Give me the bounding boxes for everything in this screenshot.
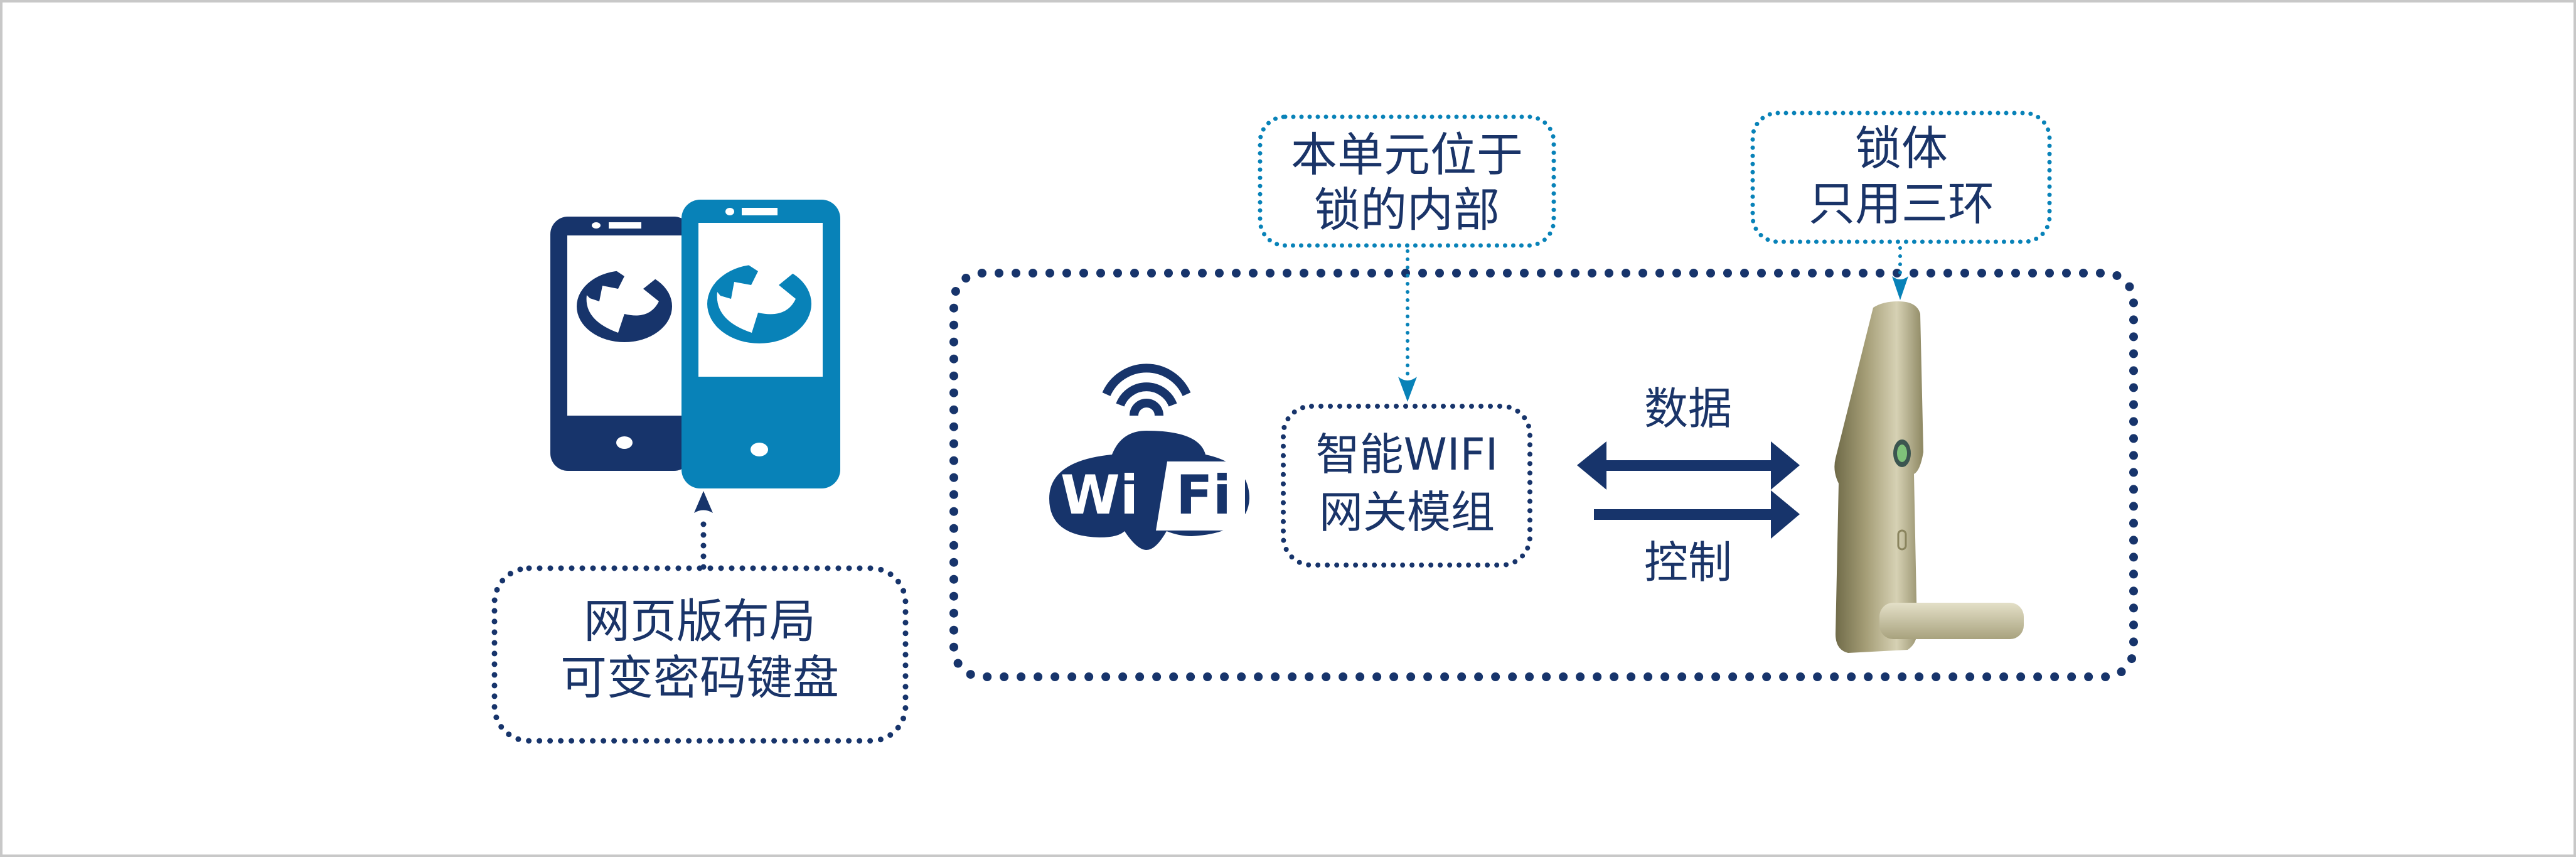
control-arrow: 控制 (1594, 490, 1800, 588)
phone-caption-line-1: 网页版布局 (584, 595, 816, 649)
callout-unit-location: 本单元位于 锁的内部 (1258, 114, 1556, 402)
callout-lock-line-2: 只用三环 (1809, 177, 1994, 231)
door-lock-image (1834, 301, 2024, 653)
wifi-logo-fi: Fi (1176, 464, 1231, 527)
control-label: 控制 (1644, 537, 1732, 588)
arrowhead-icon (1398, 377, 1417, 402)
callout-lock-line-1: 锁体 (1855, 122, 1948, 176)
system-boundary-box (949, 269, 2138, 681)
arrow-right-icon (1771, 490, 1800, 539)
data-label: 数据 (1644, 383, 1732, 434)
phone-caption-box: 网页版布局 可变密码键盘 (491, 491, 909, 744)
wifi-logo-wi: Wi (1061, 464, 1138, 527)
arrowhead-icon (694, 491, 713, 513)
gateway-module-box: 智能WIFI 网关模组 (1281, 404, 1532, 568)
wifi-logo-icon: Wi Fi (1049, 364, 1249, 550)
callout-unit-line-1: 本单元位于 (1291, 128, 1523, 182)
data-arrow: 数据 (1577, 383, 1800, 490)
callout-lock-body: 锁体 只用三环 (1750, 110, 2052, 300)
phone-globe-icon-blue (681, 200, 840, 488)
gateway-line-2: 网关模组 (1319, 487, 1495, 538)
arrow-right-icon (1771, 441, 1800, 490)
arrow-left-icon (1577, 441, 1606, 490)
callout-unit-line-2: 锁的内部 (1314, 183, 1500, 237)
phone-caption-line-2: 可变密码键盘 (560, 651, 839, 705)
arrowhead-icon (1892, 276, 1908, 300)
gateway-line-1: 智能WIFI (1316, 429, 1499, 480)
phone-globe-icon-dark (550, 217, 692, 471)
